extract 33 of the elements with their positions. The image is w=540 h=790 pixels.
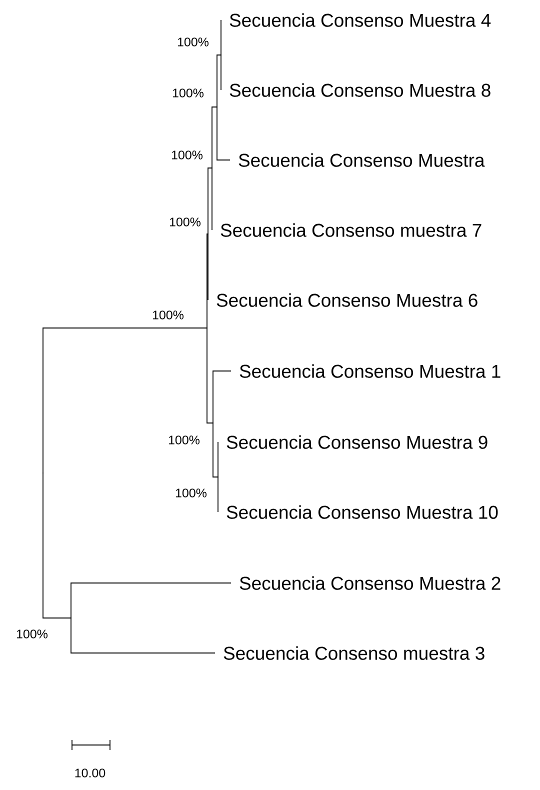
tree-branch [208,168,212,234]
tree-branch [220,54,222,90]
tree-branch [70,618,216,654]
leaf-label: Secuencia Consenso muestra 3 [224,646,484,660]
tree-branch [220,20,222,56]
scale-label: 10.00 [75,768,106,778]
bootstrap-value: 100% [16,630,48,638]
bootstrap-value: 100% [176,488,207,498]
tree-branch [212,422,218,478]
tree-branch [42,328,208,474]
leaf-label: Secuencia Consenso muestra 7 [220,223,482,237]
tree-branch [42,472,72,618]
leaf-label: Secuencia Consenso Muestra 4 [230,13,491,27]
bootstrap-value: 100% [170,218,201,226]
leaf-label: Secuencia Consenso Muestra 8 [230,83,490,97]
leaf-label: Secuencia Consenso Muestra 2 [240,576,500,590]
leaf-label: Secuencia Consenso Muestra [238,153,485,167]
tree-branch [70,582,232,618]
leaf-label: Secuencia Consenso Muestra 9 [226,435,488,449]
bootstrap-value: 100% [172,150,203,160]
tree-branch [216,54,222,108]
bootstrap-value: 100% [152,310,184,320]
tree-branch [216,106,230,160]
tree-branch [212,106,218,168]
tree-branch [212,370,232,424]
leaf-label: Secuencia Consenso Muestra 1 [240,364,500,378]
bootstrap-value: 100% [168,436,200,444]
tree-branch [206,234,208,328]
tree-branch [206,328,214,424]
leaf-label: Secuencia Consenso Muestra 10 [226,505,498,519]
bootstrap-value: 100% [178,38,209,46]
leaf-label: Secuencia Consenso Muestra 6 [216,293,478,307]
bootstrap-value: 100% [172,88,204,98]
